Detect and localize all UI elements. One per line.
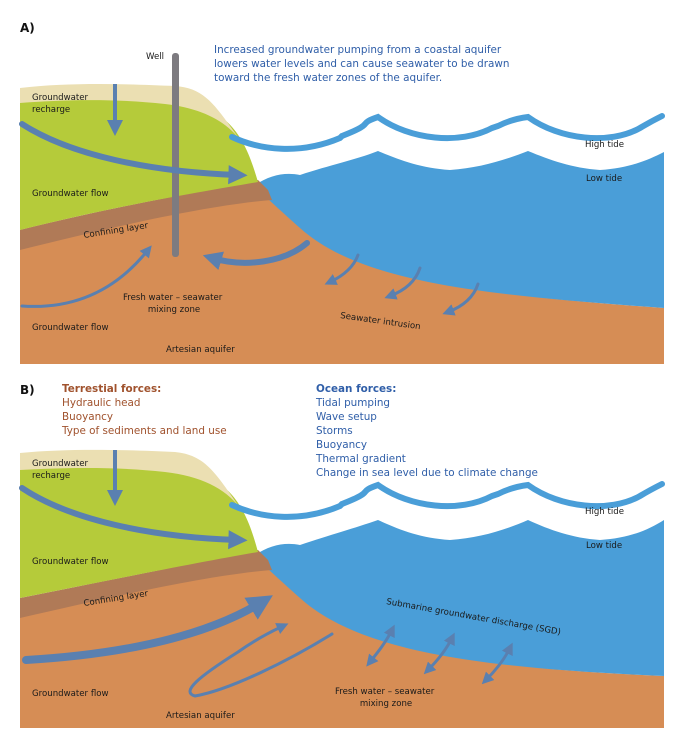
ocean-force-item: Storms <box>316 425 353 437</box>
label-line: Fresh water – seawater <box>335 687 435 697</box>
sea-water <box>255 151 664 308</box>
label-line: Groundwater <box>32 459 89 469</box>
ocean-force-item: Thermal gradient <box>315 453 406 465</box>
caption-line: lowers water levels and can cause seawat… <box>214 58 509 70</box>
sgd-exchange-arrow <box>423 632 455 675</box>
low-tide-label: Low tide <box>586 174 622 184</box>
panel-a-label: A) <box>20 21 35 35</box>
artesian-aquifer-layer <box>20 558 664 728</box>
well-label: Well <box>146 52 164 62</box>
intrusion-arrow <box>384 266 422 300</box>
lower-groundwater-flow-label: Groundwater flow <box>32 323 109 333</box>
ocean-force-item: Tidal pumping <box>315 397 390 409</box>
groundwater-flow-arrow <box>19 485 248 550</box>
label-line: Fresh water – seawater <box>123 293 223 303</box>
artesian-aquifer-label: Artesian aquifer <box>166 345 235 355</box>
label-line: recharge <box>32 471 70 481</box>
confining-layer <box>20 550 272 618</box>
ocean-forces-title: Ocean forces: <box>316 383 396 395</box>
caption-line: Increased groundwater pumping from a coa… <box>214 44 502 56</box>
ocean-force-item: Change in sea level due to climate chang… <box>316 467 538 479</box>
terrestrial-force-item: Buoyancy <box>62 411 113 423</box>
confining-layer <box>20 180 272 250</box>
well-pipe <box>172 53 179 257</box>
intrusion-arrow <box>442 282 480 316</box>
terrestrial-forces-list: Terrestial forces: Hydraulic head Buoyan… <box>61 383 227 437</box>
seawater-to-well-arrow <box>202 240 310 270</box>
artesian-flow-arrow <box>22 595 273 664</box>
terrestrial-force-item: Type of sediments and land use <box>61 425 227 437</box>
label-line: mixing zone <box>360 699 412 709</box>
recharge-zone-layer <box>20 449 240 508</box>
high-tide-line <box>229 113 665 152</box>
panel-a: A) Increased groundwater pumping from a … <box>19 21 665 364</box>
high-tide-line <box>229 481 665 520</box>
lower-groundwater-flow-label: Groundwater flow <box>32 689 109 699</box>
sgd-exchange-arrow <box>366 624 395 667</box>
artesian-loop-arrow <box>188 623 334 698</box>
low-tide-label: Low tide <box>586 541 622 551</box>
mixing-zone-label: Fresh water – seawater mixing zone <box>123 293 225 315</box>
sgd-exchange-arrow <box>481 642 513 685</box>
panel-a-caption: Increased groundwater pumping from a coa… <box>214 44 513 84</box>
label-line: recharge <box>32 105 70 115</box>
terrestrial-force-item: Hydraulic head <box>62 397 141 409</box>
high-tide-label: High tide <box>585 140 624 150</box>
terrestrial-forces-title: Terrestial forces: <box>62 383 161 395</box>
ocean-forces-list: Ocean forces: Tidal pumping Wave setup S… <box>315 383 538 479</box>
recharge-label: Groundwater recharge <box>32 93 91 115</box>
groundwater-flow-label: Groundwater flow <box>32 557 109 567</box>
artesian-aquifer-label: Artesian aquifer <box>166 711 235 721</box>
panel-b: B) Terrestial forces: Hydraulic head Buo… <box>19 383 665 728</box>
label-line: mixing zone <box>148 305 200 315</box>
label-line: Groundwater <box>32 93 89 103</box>
lower-flow-arrow <box>20 245 152 308</box>
high-tide-label: High tide <box>585 507 624 517</box>
sea-water <box>255 520 664 676</box>
ocean-force-item: Buoyancy <box>316 439 367 451</box>
intrusion-arrow <box>324 253 360 285</box>
recharge-label: Groundwater recharge <box>32 459 91 481</box>
ocean-force-item: Wave setup <box>316 411 377 423</box>
mixing-zone-label: Fresh water – seawater mixing zone <box>335 687 437 709</box>
groundwater-flow-label: Groundwater flow <box>32 189 109 199</box>
caption-line: toward the fresh water zones of the aqui… <box>214 72 442 84</box>
groundwater-flow-arrow <box>19 121 248 185</box>
recharge-zone-layer <box>20 84 240 140</box>
panel-b-label: B) <box>20 383 35 397</box>
